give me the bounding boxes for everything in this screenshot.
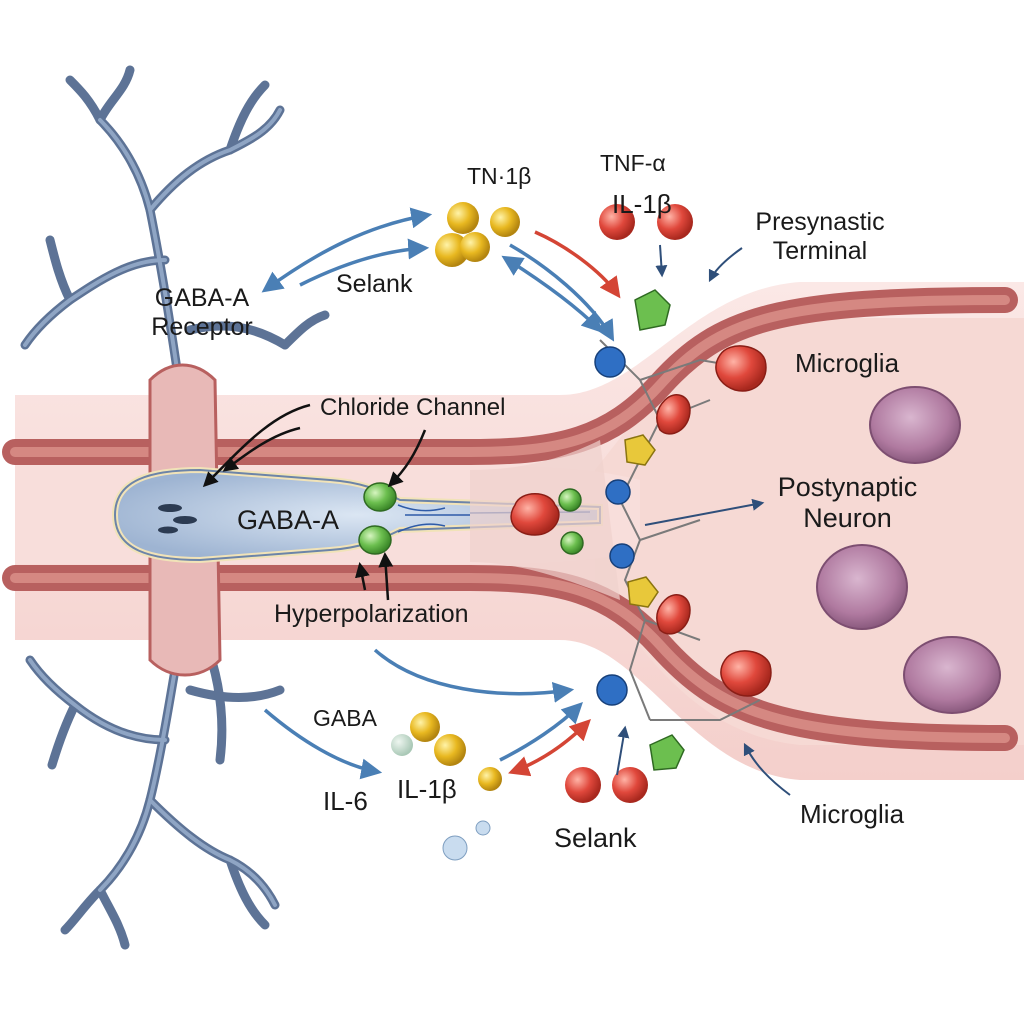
label-postsynaptic-line1: Postynaptic xyxy=(777,472,918,502)
label-microglia-top: Microglia xyxy=(795,348,900,378)
vessel-wall-top xyxy=(2,287,1018,465)
label-gaba-a-receptor-line1: GABA-A xyxy=(154,284,250,312)
receptor-complex xyxy=(510,289,772,771)
label-selank-bottom: Selank xyxy=(554,823,637,853)
label-gaba-a-receptor-line2: Receptor xyxy=(151,312,253,341)
postsynaptic-nuclei xyxy=(816,386,1001,714)
gaba-a-receptor-blobs xyxy=(358,482,397,555)
nucleus-marks xyxy=(158,504,197,534)
black-pointer-arrows xyxy=(202,403,427,601)
label-gaba-a-center: GABA-A xyxy=(237,505,340,535)
label-il1b-top: IL-1β xyxy=(612,189,672,219)
label-selank-top: Selank xyxy=(336,270,413,298)
label-microglia-bottom: Microglia xyxy=(800,799,905,829)
neuron-dendrites-highlight xyxy=(23,108,282,907)
label-gaba-a-receptor: GABA-A Receptor xyxy=(122,284,282,342)
label-gaba: GABA xyxy=(313,705,377,731)
label-presynaptic-line2: Terminal xyxy=(772,236,868,265)
cytokine-spheres xyxy=(391,202,693,861)
label-chloride-channel: Chloride Channel xyxy=(320,394,506,421)
label-hyperpolarization: Hyperpolarization xyxy=(274,600,469,628)
navy-pointer-arrows xyxy=(616,244,791,796)
label-postsynaptic-line2: Neuron xyxy=(803,503,892,534)
label-presynaptic-terminal: Presynastic Terminal xyxy=(740,208,900,266)
label-tnf-alpha: TNF-α xyxy=(600,150,666,176)
vessel-wall-bottom xyxy=(2,565,1018,751)
label-postsynaptic-neuron: Postynaptic Neuron xyxy=(760,472,935,534)
label-il1b-bottom: IL-1β xyxy=(397,774,457,804)
label-tn1b: TN·1β xyxy=(467,163,532,189)
label-presynaptic-line1: Presynastic xyxy=(755,208,885,236)
red-arrows xyxy=(508,230,621,777)
label-il6: IL-6 xyxy=(323,786,368,816)
